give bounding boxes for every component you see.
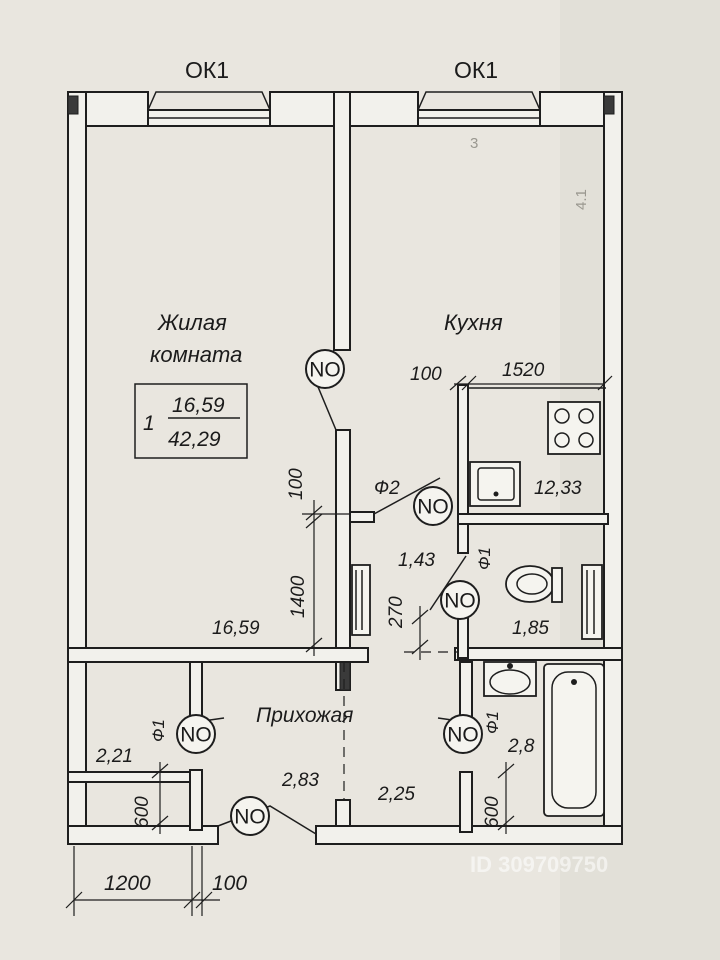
wall-bath-upper (459, 661, 473, 723)
dimension-600-left: 600 (132, 796, 153, 828)
dimension-100-kitchen: 100 (410, 364, 442, 385)
apartment-living-area: 16,59 (172, 394, 225, 417)
window-label-right: ОК1 (454, 57, 498, 83)
wall-kitchen-divider (457, 384, 469, 554)
no-marker-text: NO (309, 359, 341, 382)
radiator-left (351, 564, 371, 636)
bath-room-area: 2,8 (507, 736, 535, 757)
apartment-area-box (134, 383, 248, 459)
no-marker-storage-door: NO (176, 714, 216, 754)
wall-left (67, 91, 87, 835)
bathroom-area: 1,85 (512, 618, 549, 639)
wall-kitchen-toilet (457, 513, 609, 525)
dimension-270 (411, 606, 429, 660)
no-marker-living-door: NO (305, 349, 345, 389)
wall-kitchen-door-stop (349, 511, 375, 523)
storage-area: 2,21 (95, 746, 133, 767)
dimension-600-right: 600 (482, 796, 503, 828)
living-area-label: 16,59 (212, 618, 260, 639)
door-swing-toilet (429, 555, 467, 611)
no-marker-entrance-door: NO (230, 796, 270, 836)
no-marker-text: NO (234, 806, 266, 829)
stove (547, 401, 601, 455)
door-label-f1-storage: Ф1 (149, 719, 168, 742)
dimension-100-bottom: 100 (212, 872, 247, 895)
wall-storage-lower (189, 769, 203, 831)
wall-bath-lower (459, 771, 473, 833)
window-right (417, 91, 541, 127)
living-room-name-line2: комната (150, 342, 242, 367)
bathtub (543, 663, 605, 817)
pencil-note-right: 4.1 (573, 189, 590, 210)
no-marker-kitchen-door: NO (413, 486, 453, 526)
wall-toilet-bath (454, 647, 623, 661)
dimension-1400: 1400 (288, 575, 309, 618)
dimension-600-right (497, 762, 515, 834)
dimension-kitchen-top (449, 375, 613, 391)
door-swing-kitchen (373, 477, 441, 515)
washbasin (483, 661, 537, 697)
wall-bottom-left (67, 825, 219, 845)
corner-post (603, 95, 615, 115)
watermark: ID 309709750 (470, 852, 608, 877)
door-label-f1-toilet: Ф1 (475, 547, 494, 570)
toilet (505, 565, 563, 603)
hall-area-right: 2,25 (377, 784, 415, 805)
apartment-total-area: 42,29 (168, 428, 221, 451)
door-label-f1-bath: Ф1 (483, 711, 502, 734)
wall-storage-upper (189, 661, 203, 723)
dimension-600-left (151, 762, 169, 834)
no-marker-text: NO (417, 496, 449, 519)
dimension-bottom (65, 846, 220, 916)
no-marker-text: NO (180, 724, 212, 747)
dimension-vertical-left (302, 500, 350, 656)
dimension-100-vertical: 100 (286, 468, 307, 500)
no-marker-toilet-door: NO (440, 580, 480, 620)
window-left (147, 91, 271, 127)
kitchen-sink (469, 461, 521, 507)
no-marker-bath-door: NO (443, 714, 483, 754)
pencil-note-top: 3 (470, 135, 478, 152)
window-label-left: ОК1 (185, 57, 229, 83)
dimension-1520: 1520 (502, 360, 545, 381)
no-marker-text: NO (447, 724, 479, 747)
hall-name: Прихожая (256, 704, 353, 727)
hall-area-left: 2,83 (281, 770, 319, 791)
apartment-number: 1 (143, 412, 155, 435)
dimension-1200: 1200 (104, 872, 151, 895)
wall-right (603, 91, 623, 833)
wall-storage-bottom (67, 771, 191, 783)
toilet-area: 1,43 (398, 550, 435, 571)
wall-living-bottom (67, 647, 369, 663)
radiator-right (581, 564, 603, 640)
dimension-270: 270 (386, 596, 407, 629)
kitchen-area: 12,33 (534, 478, 582, 499)
wall-living-kitchen-upper (333, 91, 351, 351)
door-label-f2: Ф2 (374, 478, 400, 499)
corner-post (67, 95, 79, 115)
living-room-name-line1: Жилая (157, 310, 227, 335)
no-marker-text: NO (444, 590, 476, 613)
kitchen-name: Кухня (444, 310, 503, 335)
wall-hall-post (335, 799, 351, 827)
